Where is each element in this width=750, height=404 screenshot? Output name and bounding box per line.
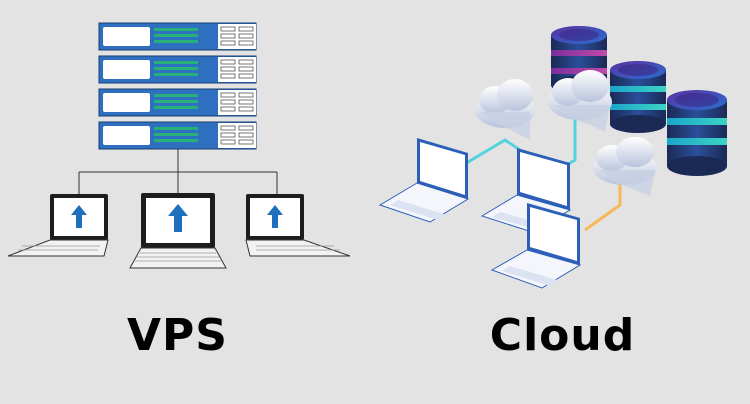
cloud-label: Cloud xyxy=(489,310,636,361)
server-rack-icon xyxy=(98,121,257,150)
isometric-laptop-icon xyxy=(378,138,470,223)
cloud-icon xyxy=(475,79,535,140)
database-stack-icon xyxy=(610,61,666,133)
laptop-upload-icon xyxy=(245,194,351,257)
vps-server-rack xyxy=(98,22,257,150)
database-stack-icon xyxy=(667,90,727,176)
vps-network-lines xyxy=(78,149,278,194)
server-rack-icon xyxy=(98,55,257,84)
isometric-laptop-icon xyxy=(490,203,582,289)
laptop-upload-icon xyxy=(7,194,109,257)
laptop-upload-icon xyxy=(129,193,227,269)
vps-label: VPS xyxy=(127,310,228,361)
server-rack-icon xyxy=(98,88,257,117)
server-rack-icon xyxy=(98,22,257,51)
cloud-icon xyxy=(593,137,657,196)
cloud-icon xyxy=(548,70,612,132)
